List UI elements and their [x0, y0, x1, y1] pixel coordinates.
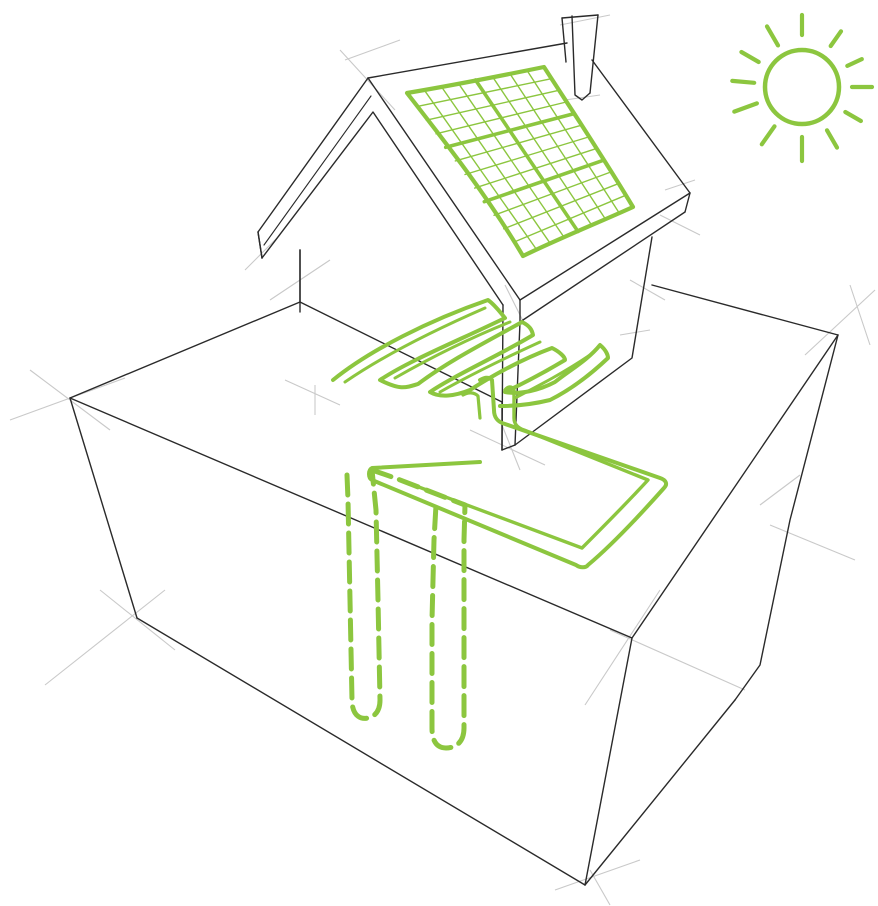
ground-loop: [347, 378, 666, 748]
sun-ray: [831, 31, 841, 46]
solar-panel-grid-line: [417, 79, 552, 107]
sun-ray: [741, 52, 758, 62]
solar-panel-grid-line: [426, 90, 559, 120]
sun-ray: [732, 81, 754, 83]
sun-ray: [767, 26, 778, 45]
sun-ray: [845, 112, 861, 121]
underfloor-heating-coil: [333, 300, 608, 406]
sun-ray: [827, 130, 837, 147]
solar-panel-grid-line: [455, 125, 581, 161]
construction-lines: [10, 15, 875, 905]
sun-ray: [762, 126, 775, 144]
sun-ray: [847, 59, 862, 66]
sun-ray: [734, 103, 757, 111]
solar-panel-grid-line: [465, 137, 589, 175]
ground-block: [70, 285, 838, 885]
sun-icon: [732, 15, 872, 161]
